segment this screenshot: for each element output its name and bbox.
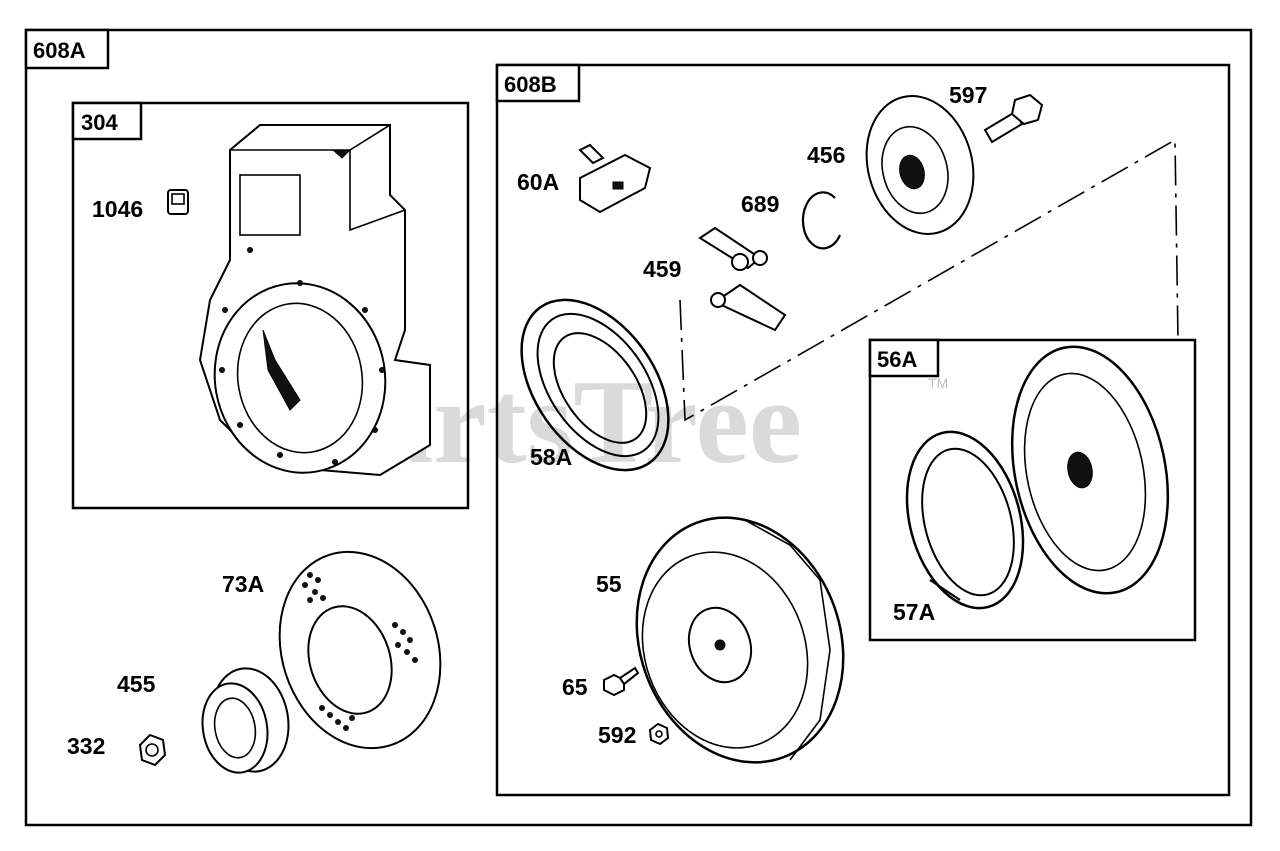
part-label-73A: 73A (222, 571, 264, 597)
part-459-pawls (698, 226, 787, 332)
part-label-456: 456 (807, 142, 845, 168)
part-456-ratchet (865, 95, 975, 235)
blower-housing (198, 124, 431, 477)
watermark-tm: TM (928, 375, 948, 391)
part-label-60A: 60A (517, 169, 559, 195)
part-597-screw (983, 93, 1044, 144)
part-592-nut (648, 722, 670, 746)
part-label-332: 332 (67, 733, 105, 759)
starter-frame (495, 63, 1231, 797)
part-58A-spring (520, 298, 670, 472)
part-label-597: 597 (949, 82, 987, 108)
part-57A-spring (905, 430, 1025, 610)
part-label-592: 592 (598, 722, 636, 748)
part-689-ring (801, 191, 842, 250)
pulley-frame (868, 338, 1197, 642)
part-label-57A: 57A (893, 599, 935, 625)
part-56A-pulley (1010, 345, 1170, 595)
part-label-455: 455 (117, 671, 156, 697)
part-65-screw (603, 666, 640, 697)
pulley-section-label: 56A (877, 347, 917, 372)
starter-tag-box (495, 63, 581, 103)
part-60A-handle (578, 143, 652, 214)
part-label-65: 65 (562, 674, 588, 700)
part-73A-screen (278, 550, 442, 750)
part-label-58A: 58A (530, 444, 572, 470)
pulley-tag-box (868, 338, 940, 378)
part-label-689: 689 (741, 191, 779, 217)
part-332-nut (138, 733, 167, 767)
part-55-starter-housing (635, 516, 845, 764)
outer-frame (24, 28, 1253, 827)
part-455-nut (201, 667, 290, 774)
part-label-459: 459 (643, 256, 681, 282)
starter-section-label: 608B (504, 72, 557, 97)
outer-section-label: 608A (33, 38, 86, 63)
outer-tag-box (24, 28, 110, 70)
part-label-1046: 1046 (92, 196, 143, 222)
part-1046-clip (167, 189, 189, 215)
blower-frame (71, 101, 470, 510)
blower-tag-box (71, 101, 143, 141)
part-label-55: 55 (596, 571, 622, 597)
blower-section-label: 304 (81, 110, 118, 135)
assembly-guide-line (679, 138, 1179, 422)
